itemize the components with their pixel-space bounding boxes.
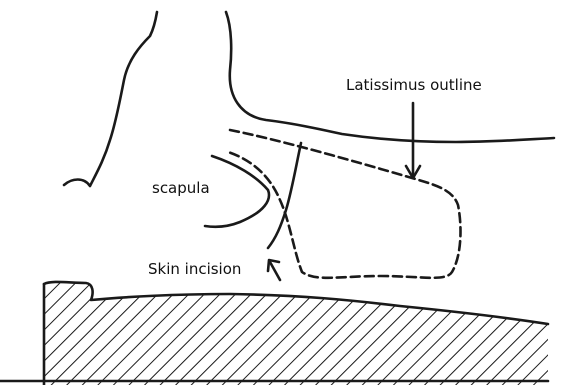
skin-incision-arrow: [270, 262, 280, 280]
skin-incision-label: Skin incision: [148, 260, 241, 278]
table-hatching: [40, 270, 560, 385]
body-outline: [64, 12, 157, 186]
scapula-label: scapula: [152, 179, 210, 197]
scapula-outline: [205, 156, 269, 227]
latissimus-outline: [228, 130, 460, 278]
skin-incision-line: [268, 143, 301, 248]
latissimus-outline-label: Latissimus outline: [346, 76, 482, 94]
